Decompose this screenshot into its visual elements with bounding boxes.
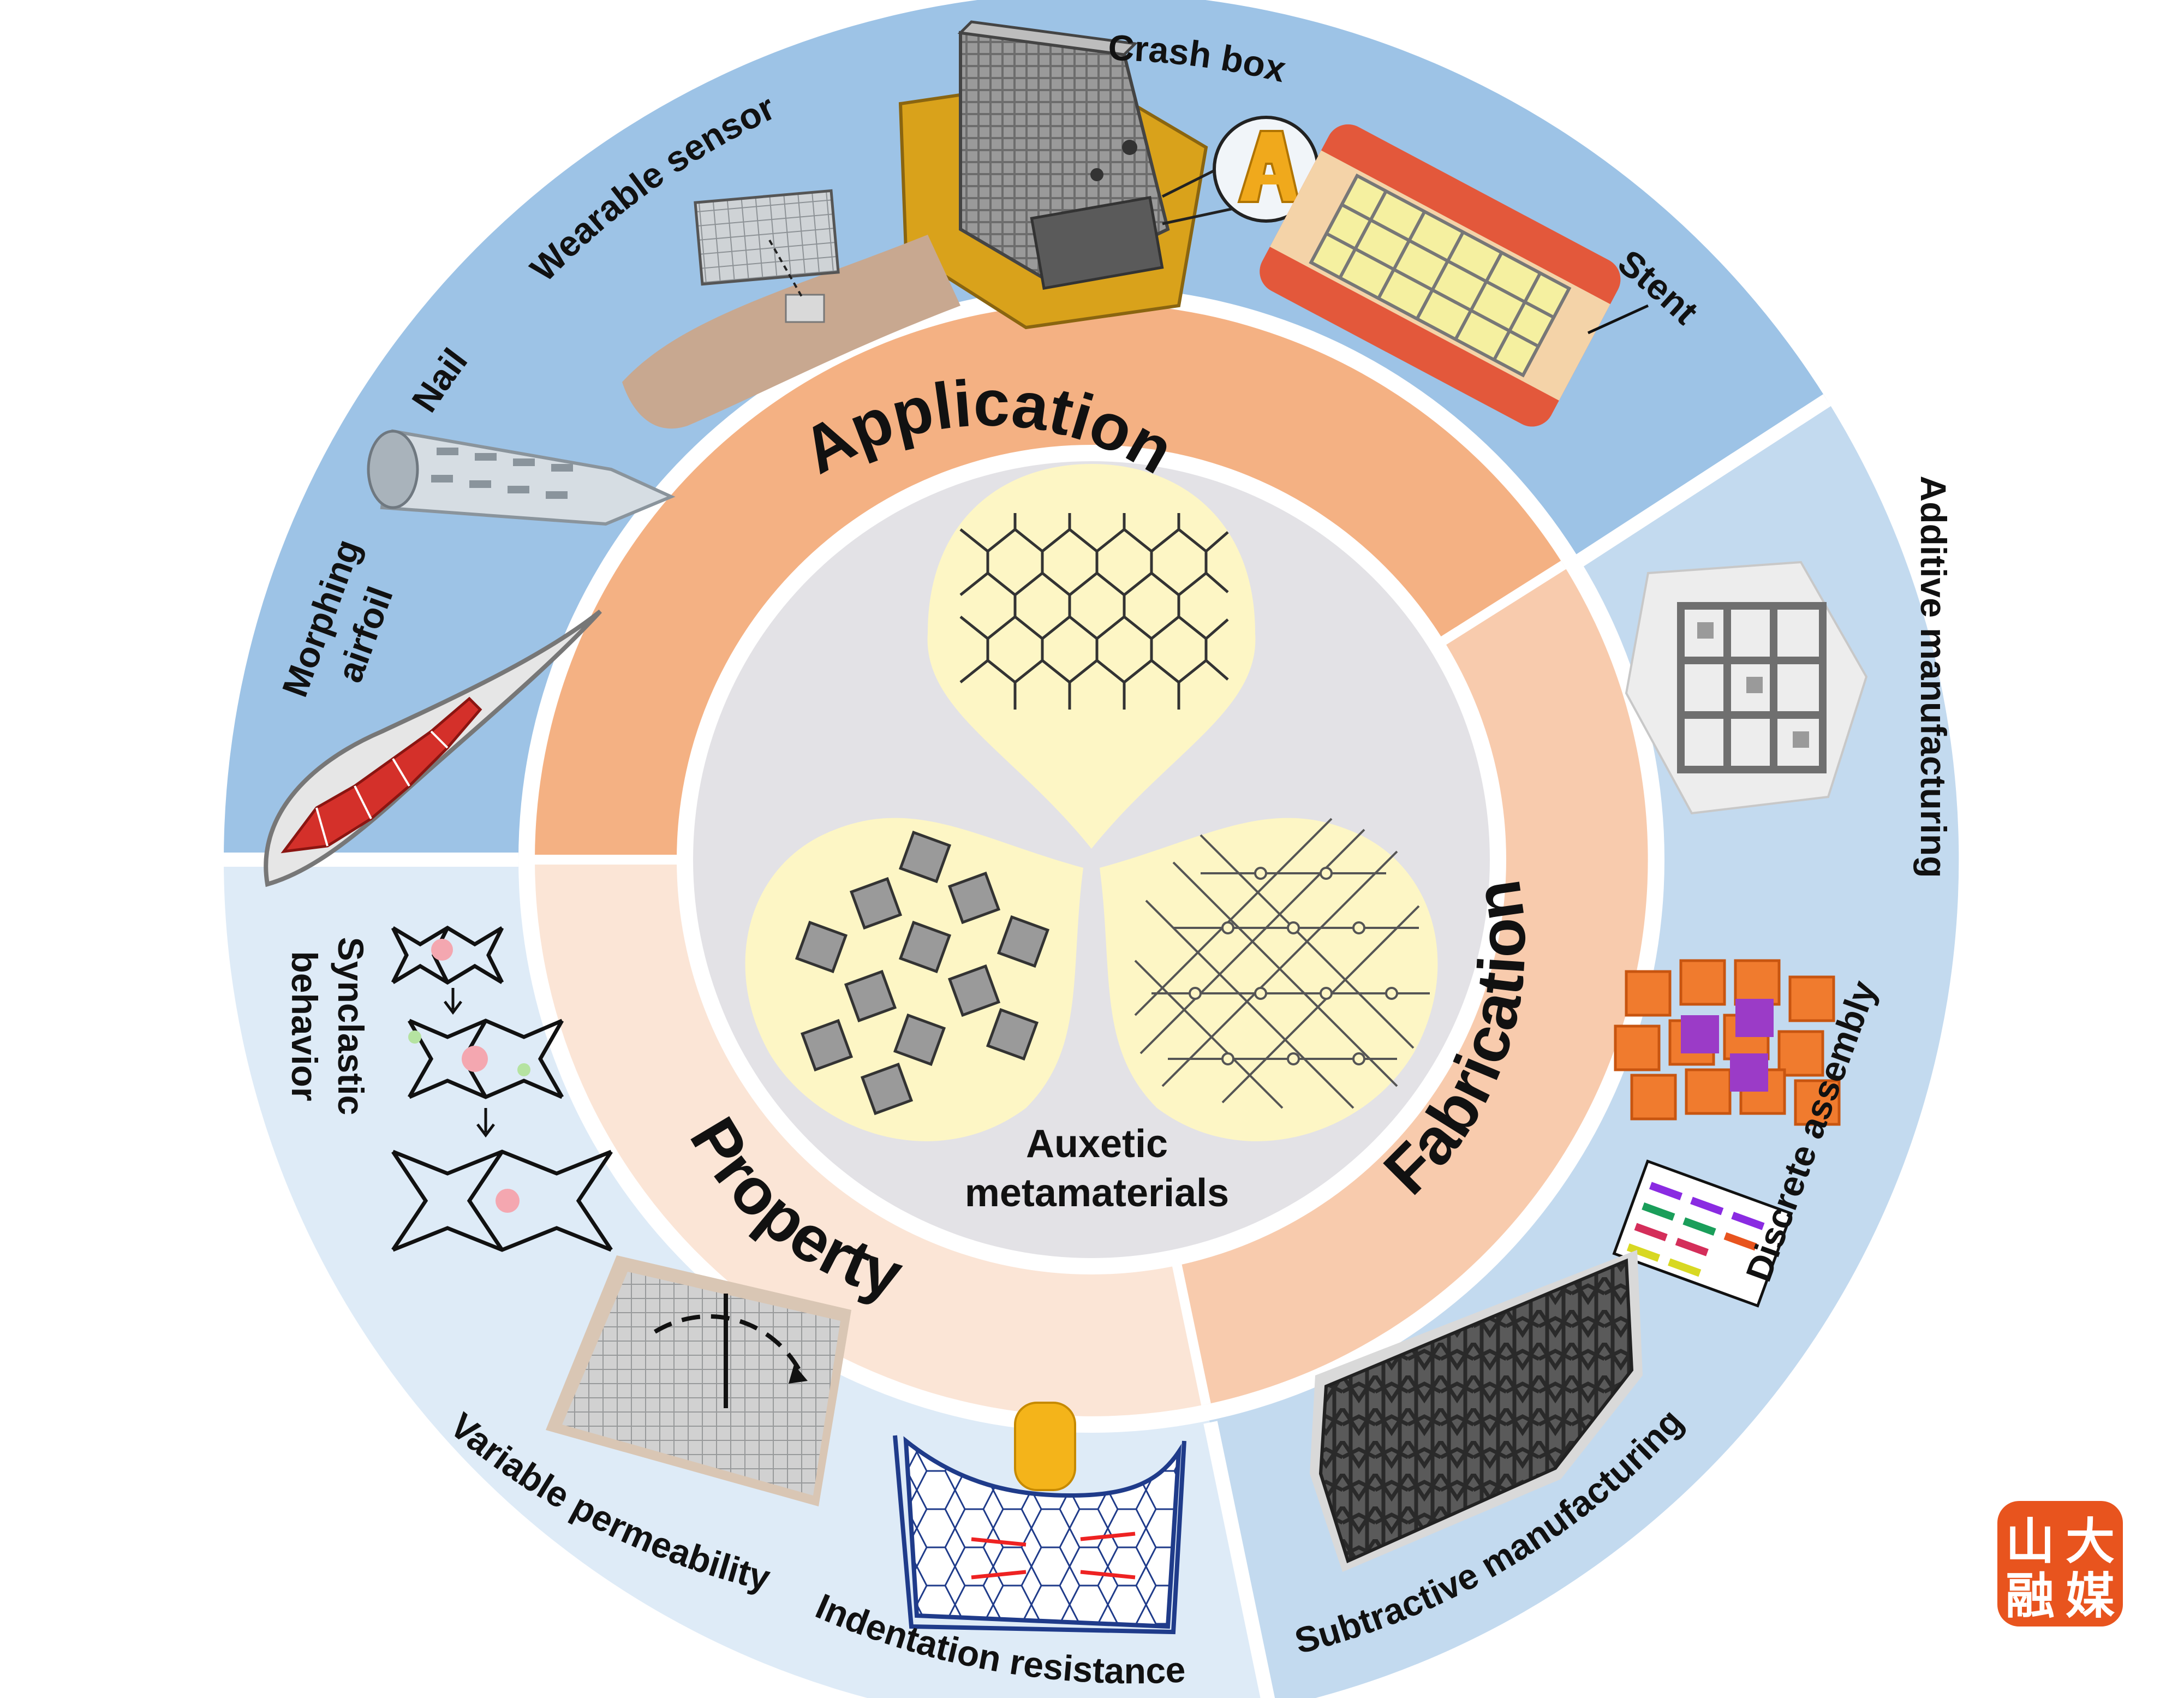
crash-box-illustration bbox=[898, 20, 1208, 330]
petal-chiral-lattice bbox=[1100, 818, 1438, 1141]
petal-reentrant-honeycomb bbox=[927, 464, 1256, 849]
center-title-line1: Auxetic bbox=[1026, 1122, 1168, 1166]
petal-rotating-squares bbox=[745, 818, 1083, 1141]
stent-illustration bbox=[1260, 124, 1649, 427]
label-additive-manufacturing: Additive manufacturing bbox=[1913, 475, 1954, 878]
label-synclastic-line2: behavior bbox=[284, 951, 325, 1101]
shanda-media-logo: 山 大 融 媒 bbox=[1997, 1501, 2123, 1626]
indentation-resistance-illustration bbox=[893, 1402, 1186, 1635]
svg-text:媒: 媒 bbox=[2066, 1568, 2115, 1625]
morphing-airfoil-illustration bbox=[264, 609, 602, 887]
variable-permeability-illustration bbox=[546, 1255, 851, 1506]
svg-text:融: 融 bbox=[2006, 1568, 2055, 1625]
discrete-assembly-illustration bbox=[1612, 959, 1841, 1308]
svg-text:山: 山 bbox=[2006, 1513, 2055, 1570]
svg-text:大: 大 bbox=[2066, 1513, 2115, 1570]
subtractive-manufacturing-illustration bbox=[1310, 1250, 1643, 1572]
synclastic-behavior-illustration bbox=[391, 925, 613, 1252]
wearable-sensor-illustration bbox=[622, 189, 960, 429]
crash-box-magnifier bbox=[1161, 116, 1320, 225]
nail-illustration bbox=[367, 429, 676, 526]
additive-manufacturing-illustration bbox=[1625, 561, 1868, 815]
label-synclastic-line1: Synclastic bbox=[331, 937, 371, 1116]
center-title-line2: metamaterials bbox=[965, 1171, 1229, 1215]
